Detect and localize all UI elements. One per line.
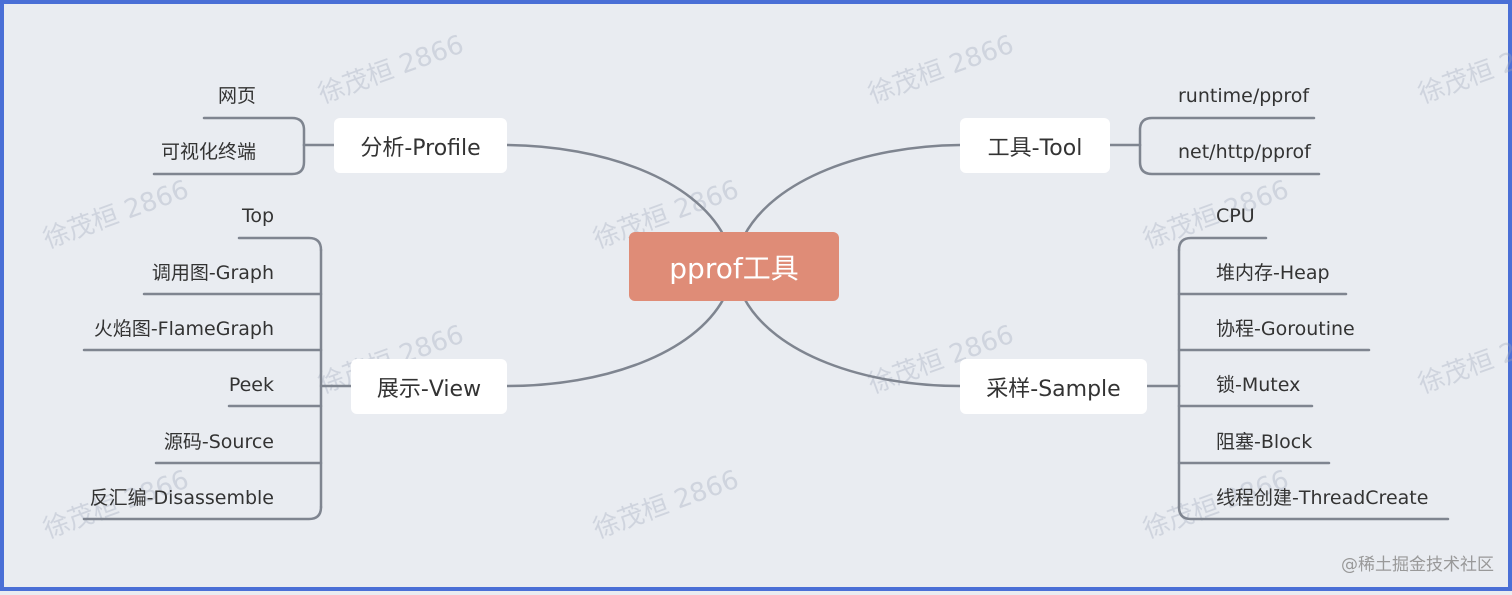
footer-credit: @稀土掘金技术社区	[1341, 555, 1494, 575]
mindmap-connectors	[82, 116, 1450, 521]
link-root-tool	[742, 143, 962, 238]
leaf-sample-cpu[interactable]: CPU	[1216, 205, 1255, 227]
leaf-view-peek[interactable]: Peek	[228, 374, 274, 396]
leaf-view-source[interactable]: 源码-Source	[163, 431, 274, 453]
leaf-view-flamegraph[interactable]: 火焰图-FlameGraph	[93, 318, 274, 340]
leaf-tool-net-http-pprof[interactable]: net/http/pprof	[1178, 141, 1311, 163]
leaf-profile-web[interactable]: 网页	[217, 85, 256, 107]
leaf-view-disassemble[interactable]: 反汇编-Disassemble	[89, 487, 274, 509]
leaf-tool-runtime-pprof[interactable]: runtime/pprof	[1178, 85, 1310, 107]
link-root-view	[505, 296, 726, 388]
leaf-sample-threadcreate[interactable]: 线程创建-ThreadCreate	[1216, 487, 1429, 509]
leaf-sample-goroutine[interactable]: 协程-Goroutine	[1216, 318, 1355, 340]
leaf-profile-terminal[interactable]: 可视化终端	[160, 141, 256, 163]
branch-profile[interactable]: 分析-Profile	[334, 118, 507, 173]
leaf-view-graph[interactable]: 调用图-Graph	[151, 262, 274, 284]
branch-sample[interactable]: 采样-Sample	[960, 359, 1147, 414]
link-root-sample	[742, 296, 962, 388]
branch-tool[interactable]: 工具-Tool	[960, 118, 1110, 173]
leaf-view-top[interactable]: Top	[241, 205, 274, 227]
link-root-profile	[505, 143, 726, 238]
leaf-sample-mutex[interactable]: 锁-Mutex	[1216, 374, 1301, 396]
leaf-sample-heap[interactable]: 堆内存-Heap	[1216, 262, 1330, 284]
leaf-sample-block[interactable]: 阻塞-Block	[1216, 431, 1313, 453]
root-node[interactable]: pprof工具	[629, 232, 839, 301]
branch-view[interactable]: 展示-View	[351, 359, 507, 414]
